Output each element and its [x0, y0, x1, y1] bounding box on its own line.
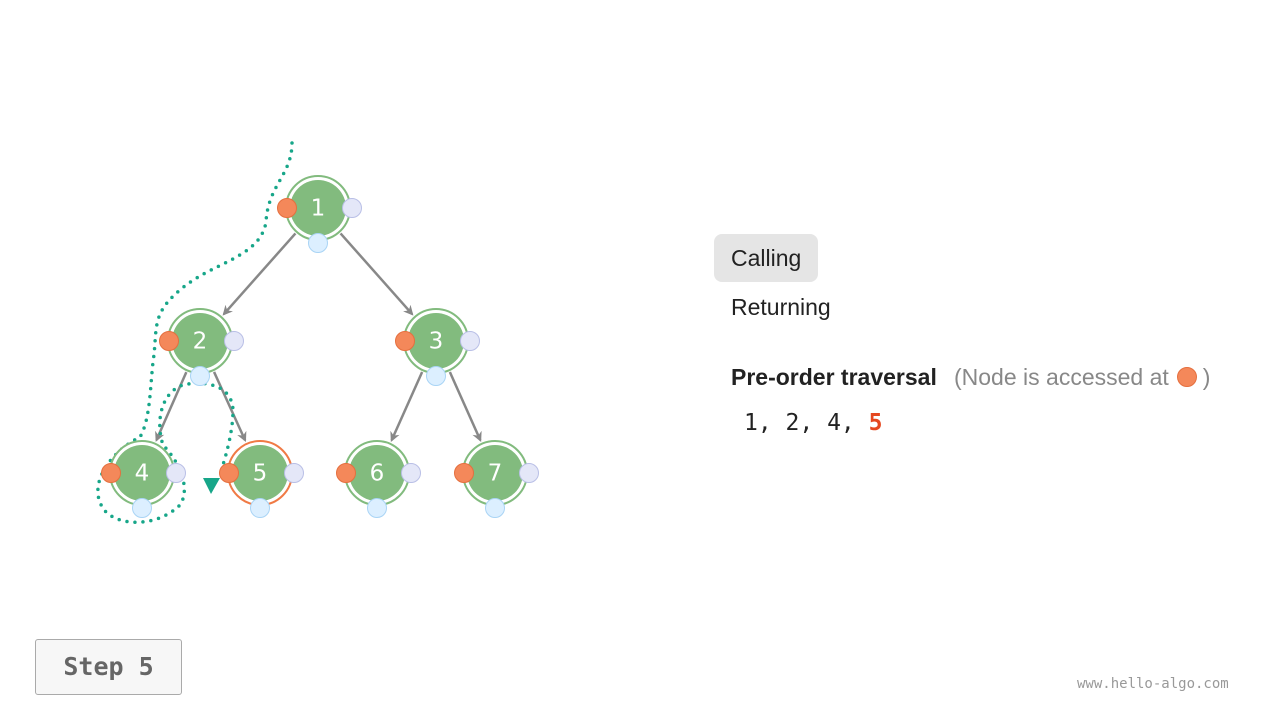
in-order-dot	[250, 498, 270, 518]
traversal-path-arrowhead	[203, 478, 220, 494]
tree-edges	[155, 232, 482, 443]
in-order-dot	[367, 498, 387, 518]
access-dot	[454, 463, 474, 483]
tree-node-1: 1	[277, 175, 362, 253]
return-dot	[224, 331, 244, 351]
tree-node-3: 3	[395, 308, 480, 386]
mode-returning-label: Returning	[731, 294, 831, 320]
node-label: 7	[488, 461, 503, 487]
tree-nodes: 1 2 3 4 5 6 7	[101, 175, 539, 518]
return-dot	[519, 463, 539, 483]
tree-node-5: 5	[219, 440, 304, 518]
node-label: 3	[429, 329, 444, 355]
step-indicator: Step 5	[35, 639, 182, 695]
node-label: 5	[253, 461, 268, 487]
node-circle	[114, 445, 170, 501]
node-circle	[349, 445, 405, 501]
node-label: 1	[311, 196, 326, 222]
in-order-dot	[485, 498, 505, 518]
access-dot	[219, 463, 239, 483]
access-dot	[336, 463, 356, 483]
tree-node-2: 2	[159, 308, 244, 386]
traversal-note: (Node is accessed at)	[954, 364, 1210, 391]
tree-edge-3-6	[390, 371, 424, 442]
mode-calling-label: Calling	[714, 234, 819, 282]
node-circle	[408, 313, 464, 369]
node-circle	[232, 445, 288, 501]
access-dot	[159, 331, 179, 351]
return-dot	[401, 463, 421, 483]
tree-edge-3-7	[448, 371, 482, 442]
tree-node-7: 7	[454, 440, 539, 518]
access-dot-icon	[1176, 367, 1197, 387]
visited-sequence: 1, 2, 4,	[744, 410, 869, 436]
node-circle	[172, 313, 228, 369]
traversal-note-text: (Node is accessed at	[954, 364, 1169, 390]
in-order-dot	[426, 366, 446, 386]
in-order-dot	[308, 233, 328, 253]
return-dot	[166, 463, 186, 483]
node-circle	[290, 180, 346, 236]
access-dot	[395, 331, 415, 351]
tree-node-6: 6	[336, 440, 421, 518]
tree-edge-2-4	[155, 371, 188, 442]
node-label: 2	[193, 329, 208, 355]
node-circle	[467, 445, 523, 501]
node-label: 4	[135, 461, 150, 487]
tree-edge-2-5	[212, 371, 247, 443]
tree-edge-1-2	[222, 232, 297, 316]
node-label: 6	[370, 461, 385, 487]
traversal-note-close: )	[1202, 364, 1211, 390]
traversal-title: Pre-order traversal	[731, 364, 937, 390]
in-order-dot	[190, 366, 210, 386]
access-dot	[101, 463, 121, 483]
return-dot	[284, 463, 304, 483]
access-dot	[277, 198, 297, 218]
current-visited-node: 5	[868, 410, 883, 436]
tree-edge-1-3	[339, 232, 414, 316]
return-dot	[342, 198, 362, 218]
site-watermark: www.hello-algo.com	[1077, 676, 1229, 692]
traversal-sequence: 1, 2, 4, 5	[744, 410, 882, 436]
return-dot	[460, 331, 480, 351]
tree-node-4: 4	[101, 440, 186, 518]
in-order-dot	[132, 498, 152, 518]
